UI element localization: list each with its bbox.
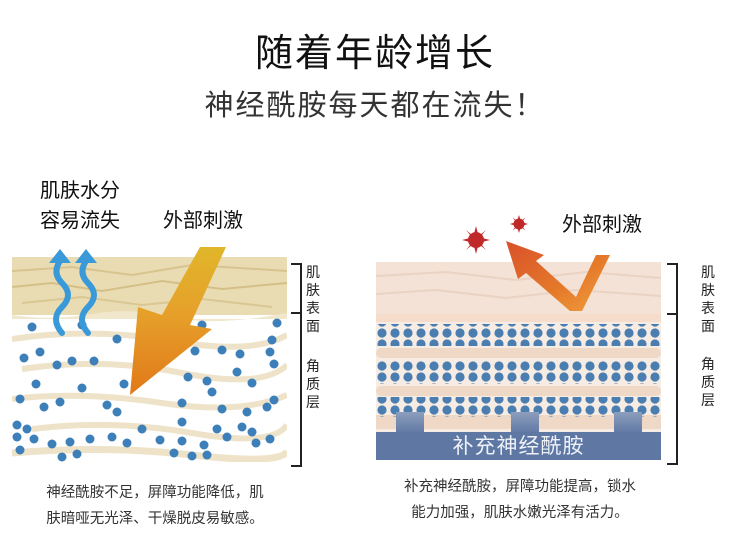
right-caption-line2: 能力加强，肌肤水嫩光泽有活力。 [411, 505, 629, 521]
water-loss-label-line2: 容易流失 [40, 208, 120, 232]
stimulus-arrow-deflect-icon [506, 241, 610, 311]
left-surface-label: 肌肤表面 [306, 265, 320, 335]
skin-surface-layer [12, 257, 287, 462]
left-bracket-divider [291, 312, 301, 314]
right-corneum-label: 角质层 [701, 357, 715, 409]
stimulus-arrow-in-icon [130, 247, 226, 395]
right-skin-layers [376, 262, 661, 460]
page-subtitle: 神经酰胺每天都在流失！ [204, 88, 546, 122]
left-corneum-label: 角质层 [306, 359, 320, 411]
right-surface-label: 肌肤表面 [701, 265, 715, 335]
right-bracket-divider [667, 313, 677, 315]
water-loss-arrows-icon [49, 249, 97, 336]
left-stimulus-label: 外部刺激 [163, 208, 243, 232]
right-caption-line1: 补充神经酰胺，屏障功能提高，锁水 [404, 479, 636, 495]
right-stimulus-label: 外部刺激 [562, 212, 642, 236]
left-layer-bracket [291, 263, 302, 467]
irritant-particle-small-icon [510, 215, 528, 233]
left-skin-diagram [12, 257, 287, 462]
left-caption-line1: 神经酰胺不足，屏障功能降低，肌 [46, 485, 264, 501]
irritant-particle-large-icon [462, 226, 490, 254]
left-caption-line2: 肤暗哑无光泽、干燥脱皮易敏感。 [46, 511, 264, 527]
right-skin-diagram: 补充神经酰胺 [376, 262, 661, 460]
page-title: 随着年龄增长 [254, 31, 495, 75]
right-layer-bracket [667, 263, 678, 465]
water-loss-label-line1: 肌肤水分 [40, 178, 120, 202]
supplement-ceramide-label: 补充神经酰胺 [452, 434, 585, 458]
